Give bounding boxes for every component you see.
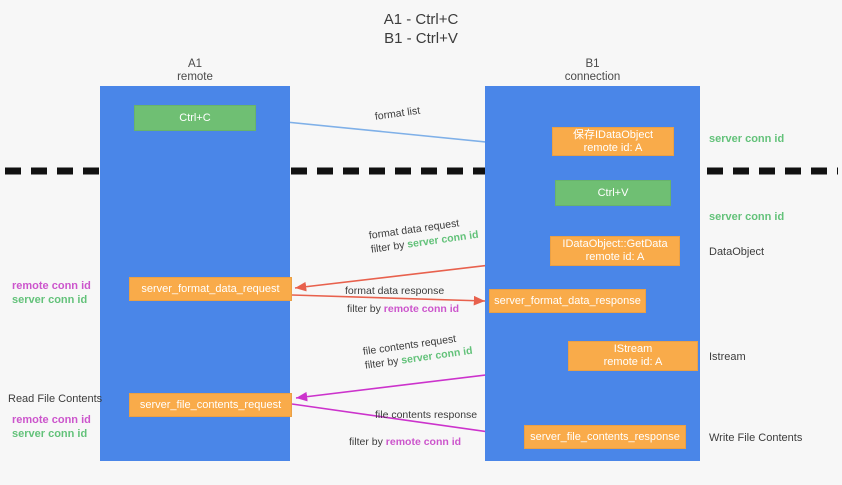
filter-value-remote-conn-id: remote conn id xyxy=(383,303,460,315)
title-line-2: B1 - Ctrl+V xyxy=(384,30,458,47)
node-save-idataobject-sub: remote id: A xyxy=(583,141,643,154)
node-ctrl-c-label: Ctrl+C xyxy=(179,111,211,124)
node-ctrl-v[interactable]: Ctrl+V xyxy=(555,180,671,206)
right-label-istream: Istream xyxy=(709,351,746,363)
node-server-file-contents-request-label: server_file_contents_request xyxy=(139,398,282,411)
node-server-file-contents-response-label: server_file_contents_response xyxy=(530,430,680,443)
node-server-format-data-request[interactable]: server_format_data_request xyxy=(129,277,292,301)
left-label-remote-conn-id-2: remote conn id xyxy=(12,414,91,426)
edge-label-format-data-response-filter: filter by remote conn id xyxy=(345,302,459,316)
node-save-idataobject[interactable]: 保存IDataObject remote id: A xyxy=(552,127,674,156)
node-server-file-contents-response[interactable]: server_file_contents_response xyxy=(524,425,686,449)
node-istream[interactable]: IStream remote id: A xyxy=(568,341,698,371)
node-getdata-title: IDataObject::GetData xyxy=(562,238,668,250)
node-save-idataobject-title: 保存IDataObject xyxy=(572,128,654,141)
edge-label-file-contents-response-main: file contents response xyxy=(375,409,478,421)
left-label-server-conn-id-2: server conn id xyxy=(12,428,88,440)
left-label-remote-conn-id-1: remote conn id xyxy=(12,280,91,292)
right-label-server-conn-id-mid: server conn id xyxy=(709,211,785,223)
filter-prefix: filter by xyxy=(349,436,386,448)
node-getdata-sub: remote id: A xyxy=(585,251,645,263)
filter-prefix: filter by xyxy=(347,303,384,315)
page-title: A1 - Ctrl+C B1 - Ctrl+V xyxy=(0,10,842,48)
column-a1-name: A1 xyxy=(187,58,203,70)
column-header-a1: A1 remote xyxy=(100,58,290,84)
filter-value-remote-conn-id: remote conn id xyxy=(385,436,462,448)
column-b1-name: B1 xyxy=(585,58,600,70)
node-server-format-data-response[interactable]: server_format_data_response xyxy=(489,289,646,313)
left-label-read-file-contents: Read File Contents xyxy=(8,393,103,405)
column-a1-sub: remote xyxy=(177,71,213,83)
node-server-file-contents-request[interactable]: server_file_contents_request xyxy=(129,393,292,417)
edge-label-format-data-response-main: format data response xyxy=(345,285,445,297)
node-idataobject-getdata[interactable]: IDataObject::GetData remote id: A xyxy=(550,236,680,266)
node-istream-sub: remote id: A xyxy=(603,356,663,368)
node-server-format-data-request-label: server_format_data_request xyxy=(141,282,280,295)
left-label-server-conn-id-1: server conn id xyxy=(12,294,88,306)
node-ctrl-v-label: Ctrl+V xyxy=(597,186,629,199)
right-label-dataobject: DataObject xyxy=(709,246,765,258)
edge-label-file-contents-response-filter: filter by remote conn id xyxy=(349,435,461,449)
right-label-server-conn-id-top: server conn id xyxy=(709,133,785,145)
title-line-1: A1 - Ctrl+C xyxy=(383,11,459,28)
node-istream-title: IStream xyxy=(613,343,653,355)
column-b1-sub: connection xyxy=(564,71,621,83)
edge-label-format-data-response: format data response filter by remote co… xyxy=(345,284,459,316)
right-label-write-file-contents: Write File Contents xyxy=(709,432,803,444)
edge-label-file-contents-response: file contents response xyxy=(375,408,477,422)
node-ctrl-c[interactable]: Ctrl+C xyxy=(134,105,256,131)
column-header-b1: B1 connection xyxy=(485,58,700,84)
connector-format-data-response xyxy=(291,294,486,306)
node-server-format-data-response-label: server_format_data_response xyxy=(494,294,641,307)
